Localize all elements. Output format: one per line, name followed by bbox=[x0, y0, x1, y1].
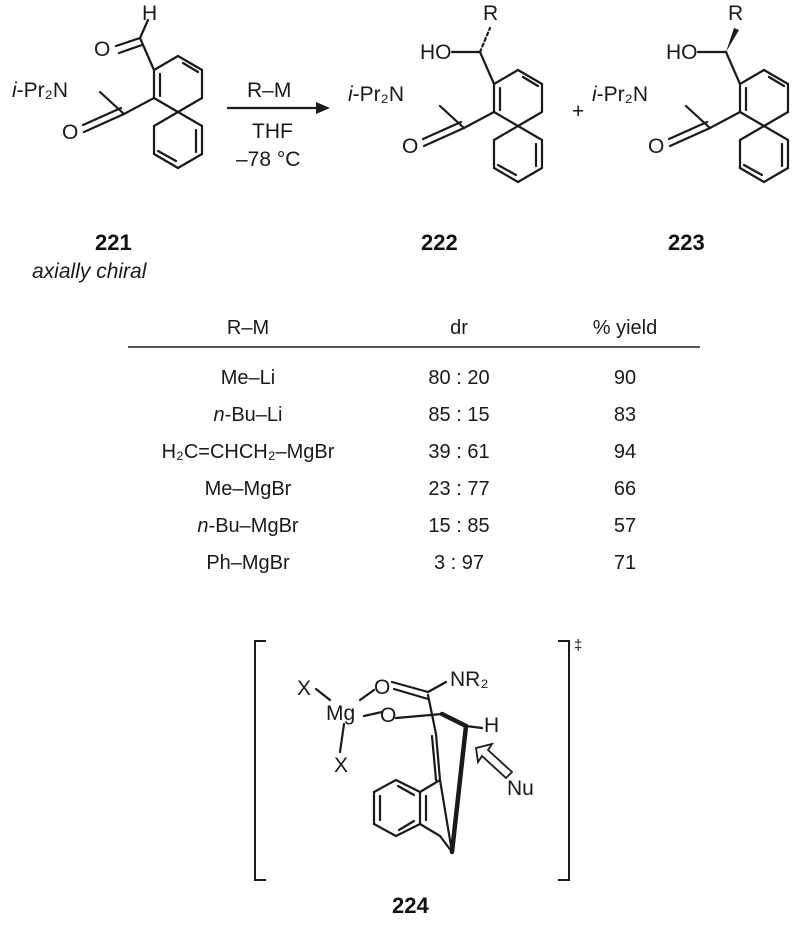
p1-oh-label: HO bbox=[420, 41, 452, 64]
table-cell-dr: 23 : 77 bbox=[428, 478, 489, 500]
compound-223-structure bbox=[667, 28, 790, 184]
left-bracket bbox=[254, 640, 266, 881]
table-cell-yield: 94 bbox=[614, 441, 636, 463]
table-cell-reagent: n-Bu–Li bbox=[214, 404, 283, 426]
ts-o2-label: O bbox=[380, 704, 396, 727]
solvent-label: THF bbox=[252, 120, 293, 143]
ts-nu-label: Nu bbox=[507, 777, 534, 800]
table-cell-reagent: Me–Li bbox=[221, 367, 275, 389]
table-header-yield: % yield bbox=[593, 317, 657, 339]
nucleophile-arrow bbox=[474, 742, 514, 780]
table-row: n-Bu–Li 85 : 15 83 bbox=[214, 404, 637, 426]
table-cell-reagent: Ph–MgBr bbox=[206, 552, 290, 574]
p2-oh-label: HO bbox=[666, 41, 698, 64]
table-cell-reagent: H₂C=CHCH₂–MgBr bbox=[162, 441, 335, 463]
p1-carbonyl-o-label: O bbox=[402, 135, 418, 158]
table-row: Ph–MgBr 3 : 97 71 bbox=[206, 552, 636, 574]
table-cell-dr: 3 : 97 bbox=[434, 552, 484, 574]
p2-r-label: R bbox=[728, 2, 743, 25]
temperature-label: –78 °C bbox=[236, 148, 300, 171]
ts-mg-label: Mg bbox=[326, 702, 355, 725]
table-row: n-Bu–MgBr 15 : 85 57 bbox=[197, 515, 636, 537]
compound-224-id: 224 bbox=[392, 893, 429, 918]
p1-amide-label: i-Pr₂N bbox=[348, 83, 404, 106]
p1-r-label: R bbox=[483, 2, 498, 25]
compound-221-note: axially chiral bbox=[32, 260, 148, 283]
ts-nr2-label: NR₂ bbox=[450, 668, 488, 691]
ts-dagger: ‡ bbox=[574, 637, 582, 654]
ts-o1-label: O bbox=[374, 676, 390, 699]
table-cell-dr: 15 : 85 bbox=[428, 515, 489, 537]
compound-221-structure bbox=[81, 18, 204, 170]
table-row: H₂C=CHCH₂–MgBr 39 : 61 94 bbox=[162, 441, 637, 463]
results-table: R–M dr % yield Me–Li 80 : 20 90 n-Bu–Li 85 :… bbox=[128, 317, 700, 574]
table-cell-dr: 80 : 20 bbox=[428, 367, 489, 389]
compound-222-structure bbox=[421, 26, 544, 184]
table-cell-dr: 85 : 15 bbox=[428, 404, 489, 426]
table-cell-reagent: n-Bu–MgBr bbox=[197, 515, 298, 537]
sm-amide-label: i-Pr₂N bbox=[12, 79, 68, 102]
table-row: Me–MgBr 23 : 77 66 bbox=[205, 478, 636, 500]
table-cell-yield: 83 bbox=[614, 404, 636, 426]
p2-amide-label: i-Pr₂N bbox=[592, 83, 648, 106]
plus-sign: + bbox=[572, 100, 584, 123]
table-cell-yield: 71 bbox=[614, 552, 636, 574]
table-header-rm: R–M bbox=[227, 317, 269, 339]
table-body: Me–Li 80 : 20 90 n-Bu–Li 85 : 15 83H₂C=CHCH₂–… bbox=[162, 367, 637, 574]
transition-state-224 bbox=[254, 640, 570, 881]
aldehyde-h-label: H bbox=[142, 2, 157, 25]
aldehyde-o-label: O bbox=[94, 38, 110, 61]
table-cell-dr: 39 : 61 bbox=[428, 441, 489, 463]
ts-x1-label: X bbox=[297, 677, 311, 700]
table-cell-yield: 66 bbox=[614, 478, 636, 500]
sm-carbonyl-o-label: O bbox=[62, 121, 78, 144]
table-row: Me–Li 80 : 20 90 bbox=[221, 367, 636, 389]
table-cell-reagent: Me–MgBr bbox=[205, 478, 292, 500]
reaction-arrowhead bbox=[316, 102, 330, 114]
ts-h-label: H bbox=[484, 714, 499, 737]
table-cell-yield: 57 bbox=[614, 515, 636, 537]
reagent-label: R–M bbox=[247, 79, 291, 102]
ts-x2-label: X bbox=[334, 754, 348, 777]
p2-carbonyl-o-label: O bbox=[648, 135, 664, 158]
right-bracket bbox=[558, 640, 570, 881]
compound-223-id: 223 bbox=[668, 230, 705, 255]
table-header-dr: dr bbox=[450, 317, 468, 339]
compound-222-id: 222 bbox=[421, 230, 458, 255]
compound-221-id: 221 bbox=[95, 230, 132, 255]
table-cell-yield: 90 bbox=[614, 367, 636, 389]
